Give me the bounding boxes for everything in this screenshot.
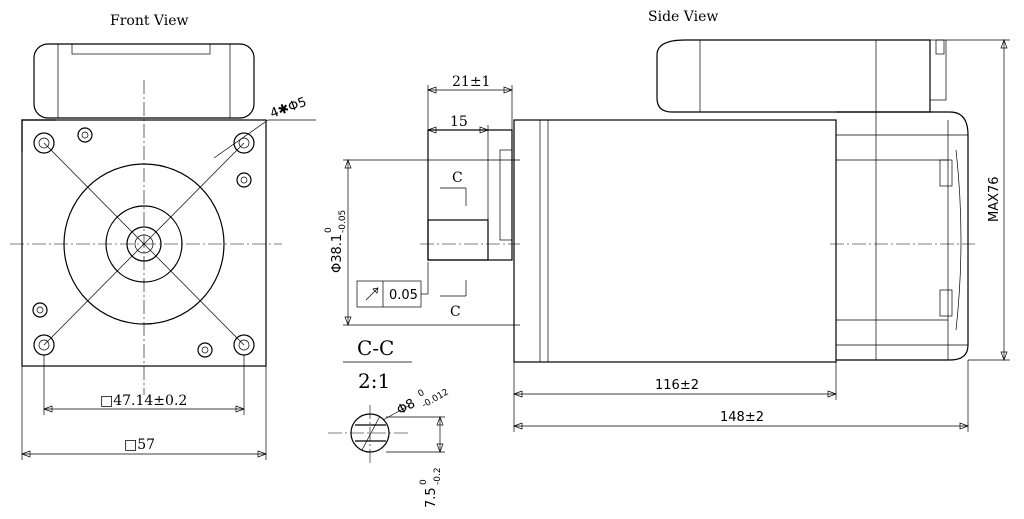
shaft-detail: 21±1 15 C Φ38.1 0 -0.05 0.05 C: [324, 74, 520, 326]
section-mark-bottom: C: [450, 304, 461, 320]
body-length-dim: 116±2: [655, 378, 699, 393]
runout-value: 0.05: [389, 288, 418, 303]
driver-housing: [656, 39, 931, 113]
front-view: Front View 4✱: [10, 13, 316, 460]
svg-text:0: 0: [419, 479, 429, 485]
shaft-d-dim: Φ8: [395, 396, 419, 418]
section-cc: C-C 2:1 Φ8 0 -0.012 7.5 0 -0.2: [328, 336, 451, 508]
hole-callout: 4✱Φ5: [268, 95, 309, 122]
body-square-dim: □57: [124, 437, 155, 453]
section-scale: 2:1: [358, 369, 390, 393]
svg-text:-0.012: -0.012: [421, 387, 451, 410]
shaft-dia-dim: Φ38.1: [330, 234, 345, 273]
svg-text:-0.05: -0.05: [338, 210, 348, 233]
side-view-title: Side View: [648, 9, 718, 25]
key-length-dim: 15: [450, 114, 468, 130]
svg-text:0: 0: [417, 388, 427, 400]
shaft-key-flat: [427, 219, 489, 261]
motor-body: [513, 119, 837, 363]
encoder-block: [836, 111, 969, 361]
section-mark-top: C: [452, 170, 463, 186]
mounting-holes: [32, 127, 255, 358]
svg-text:0: 0: [324, 227, 334, 233]
flange-chamfer-tl: [21, 119, 56, 152]
shaft-length-dim: 21±1: [452, 74, 490, 90]
section-title: C-C: [357, 336, 394, 360]
side-view: Side View MAX76 116±2: [513, 9, 1010, 432]
bolt-square-dim: □47.14±0.2: [100, 393, 187, 409]
max-height-dim: MAX76: [987, 176, 1002, 222]
driver-box-cap: [71, 43, 211, 55]
front-view-title: Front View: [110, 13, 189, 29]
flat-depth-dim: 7.5: [424, 487, 439, 508]
total-length-dim: 148±2: [720, 410, 764, 425]
shaft-body: [427, 129, 513, 261]
svg-text:-0.2: -0.2: [433, 467, 443, 485]
